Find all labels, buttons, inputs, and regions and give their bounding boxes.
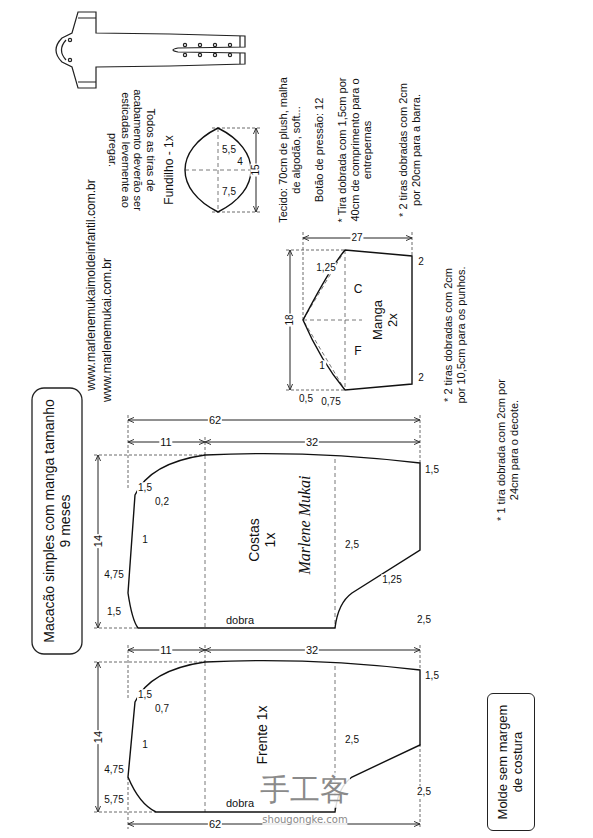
dimension-label: dobra [225, 614, 255, 627]
dimension-label: 11 [159, 436, 172, 449]
note-text: Tecido: 70cm de plush, malha de algodão,… [277, 75, 302, 225]
dimension-label: 1 [141, 739, 149, 751]
dimension-label: 0,2 [154, 496, 170, 508]
dimension-label: 62 [208, 414, 222, 427]
garment-sketch [56, 12, 245, 88]
dimension-label: 2 [417, 372, 425, 384]
dimension-label: dobra [225, 797, 255, 810]
dimension-label: 1,25 [315, 262, 336, 274]
piece-outline [185, 128, 251, 212]
dimension-label: C [353, 283, 364, 297]
website-url: www.marlenemukai.com.br [101, 258, 115, 402]
snap [183, 43, 186, 46]
dimension-label: 7,5 [221, 186, 237, 198]
note-text: * 2 tiras dobradas com 2cm por 10,5cm pa… [442, 265, 467, 405]
dimension-label: 2,5 [344, 734, 360, 746]
dimension-label: 27 [350, 232, 363, 244]
dimension-label: 18 [284, 313, 296, 326]
note-box: Molde sem margem de costura [487, 693, 535, 831]
dimension-label: 5,75 [103, 794, 124, 806]
dimension-label: 0,7 [154, 703, 170, 715]
dimension-label: F [353, 345, 362, 359]
guide-line [218, 128, 219, 212]
title-frame [32, 388, 82, 654]
note-text: Todos as tiras de acabamento deverão ser… [107, 88, 158, 213]
dimension-label: 1,5 [106, 606, 122, 618]
snap [198, 43, 201, 46]
dimension-label: 2 [417, 256, 425, 268]
dimension-label: 1 [141, 534, 149, 546]
guide-line [303, 250, 345, 390]
watermark: shougongke.com [262, 814, 347, 826]
dimension-label: 14 [92, 534, 105, 548]
dimension-label: 0,5 [298, 393, 314, 405]
dimension-label: 62 [208, 818, 222, 831]
dimension-label: 1,5 [424, 464, 440, 476]
snap [228, 43, 231, 46]
dimension-label: 1,5 [424, 670, 440, 682]
guide-line [205, 455, 206, 628]
crotch-gusset-piece: Fundilho - 1x [160, 120, 260, 220]
extension-lines [94, 128, 420, 829]
dimension-label: 15 [250, 163, 262, 176]
piece-outline [128, 454, 420, 628]
snap [213, 43, 216, 46]
website-url: www.marlenemukaimoldeinfantil.com.br [85, 179, 99, 390]
note-text: Botão de pressão: 12 [313, 75, 326, 225]
dimension-label: 4,75 [103, 569, 124, 581]
snap [228, 53, 231, 56]
dimension-label: 1,25 [381, 574, 402, 586]
dimension-label: 32 [305, 644, 319, 657]
dimension-label: 2,5 [416, 614, 432, 626]
watermark: 手工客 [260, 773, 350, 808]
dimension-label: 32 [305, 436, 319, 449]
dimension-label: 14 [92, 730, 105, 744]
onesie-outline [56, 12, 245, 88]
snap [213, 53, 216, 56]
dimension-label: 1,5 [137, 482, 153, 494]
piece-name: Costas 1x [246, 510, 278, 570]
piece-name: Frente 1x [254, 705, 270, 765]
piece-outline [128, 661, 420, 812]
snap [198, 53, 201, 56]
snap [68, 38, 71, 41]
dimension-label: 5,5 [221, 144, 237, 156]
dimension-label: 1,5 [137, 689, 153, 701]
dimension-lines [98, 128, 420, 824]
piece-outline [303, 250, 412, 390]
onesie-bindings [62, 18, 241, 82]
piece-name: Molde sem margem de costura [496, 702, 526, 822]
piece-name: Fundilho - 1x [163, 135, 177, 204]
dimension-label: 4 [236, 156, 244, 168]
piece-name: Manga 2x [371, 296, 401, 344]
dimension-label: 4,75 [103, 764, 124, 776]
guide-line [335, 459, 336, 628]
guide-line [185, 170, 251, 171]
page-title: Macacão simples com manga tamanho 9 mese… [41, 394, 73, 649]
dimension-label: 11 [159, 644, 172, 657]
guide-line [205, 662, 206, 812]
dimension-label: 2,5 [416, 786, 432, 798]
dimension-label: 1 [318, 360, 326, 372]
snap [68, 58, 71, 61]
sleeve-piece: Manga 2x [296, 244, 416, 396]
note-text: * Tira dobrada com 1,5cm por 40cm de com… [336, 75, 374, 225]
snap [183, 53, 186, 56]
guide-line [303, 320, 362, 321]
dimension-line [128, 420, 420, 421]
note-text: * 1 tira dobrada com 2cm por 24cm para o… [495, 375, 520, 525]
dimension-label: 0,75 [320, 396, 341, 408]
note-text: * 2 tiras dobradas com 2cm por 20cm para… [397, 75, 422, 225]
dimension-label: 2,5 [344, 539, 360, 551]
back-piece: Costas 1x [124, 449, 426, 634]
signature: Marlene Mukai [296, 475, 314, 574]
